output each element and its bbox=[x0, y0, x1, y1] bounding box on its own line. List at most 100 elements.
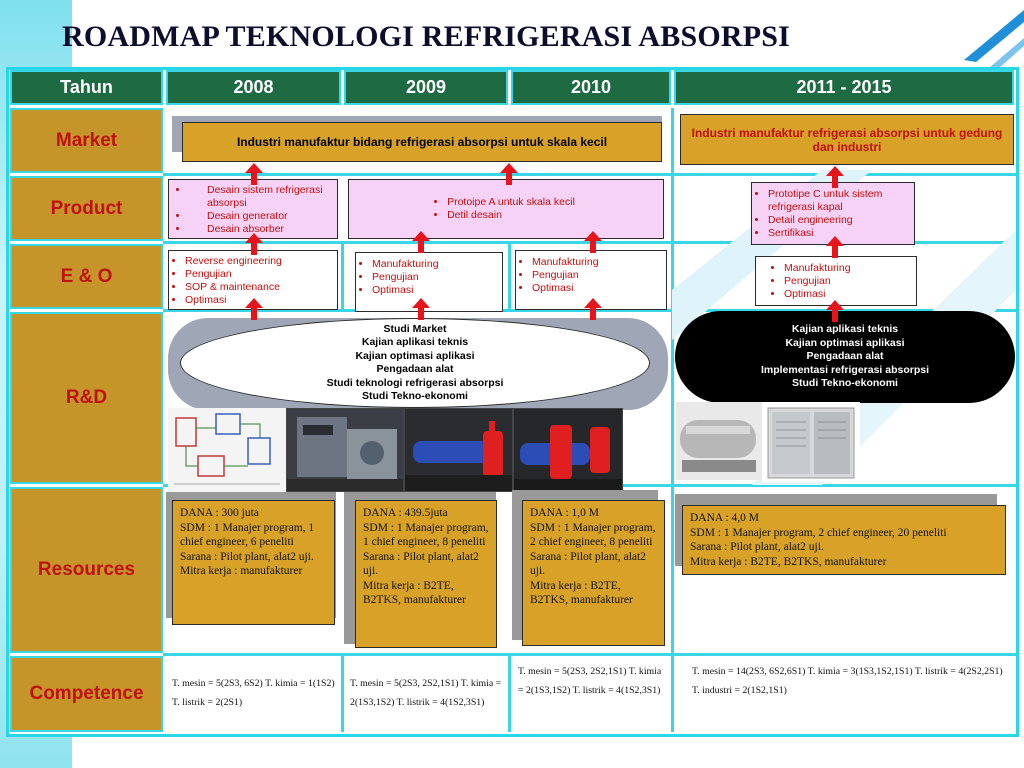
row-label-rnd: R&D bbox=[10, 312, 163, 484]
rnd-item: Pengadaan alat bbox=[806, 350, 884, 363]
chiller-photo-1 bbox=[676, 402, 762, 480]
equipment-photo-1 bbox=[286, 408, 404, 492]
eo-item: Manufakturing bbox=[784, 262, 912, 275]
product-item: Protoipe A untuk skala kecil bbox=[447, 196, 575, 209]
eo-box-2009: Manufakturing Pengujian Optimasi bbox=[355, 252, 503, 312]
row-label-competence: Competence bbox=[10, 656, 163, 732]
rnd-item: Kajian aplikasi teknis bbox=[361, 336, 469, 348]
row-label-eo: E & O bbox=[10, 244, 163, 309]
eo-item: Manufakturing bbox=[532, 256, 662, 269]
resource-dana: DANA : 1,0 M bbox=[530, 507, 600, 519]
resource-box-2010: DANA : 1,0 M SDM : 1 Manajer program, 2 … bbox=[522, 500, 665, 646]
resource-dana: DANA : 439.5juta bbox=[363, 507, 448, 519]
grid-line bbox=[508, 241, 511, 309]
product-box-2009-2010: Protoipe A untuk skala kecil Detil desai… bbox=[348, 179, 664, 239]
grid-line bbox=[508, 653, 511, 732]
market-box-early: Industri manufaktur bidang refrigerasi a… bbox=[182, 122, 662, 162]
resource-sdm: SDM : 1 Manajer program, 1 chief enginee… bbox=[363, 521, 489, 549]
grid-line bbox=[341, 241, 344, 309]
resource-mitra: Mitra kerja : B2TE, B2TKS, manufakturer bbox=[690, 555, 887, 568]
up-arrow-icon bbox=[584, 298, 602, 320]
eo-item: Optimasi bbox=[185, 294, 333, 307]
competence-2011: T. mesin = 14(2S3, 6S2,6S1) T. kimia = 3… bbox=[692, 666, 1003, 696]
grid-line bbox=[341, 653, 344, 732]
resource-sarana: Sarana : Pilot plant, alat2 uji. bbox=[690, 541, 824, 553]
product-item: Sertifikasi bbox=[768, 227, 910, 240]
eo-item: Optimasi bbox=[784, 288, 912, 301]
rnd-item: Pengadaan alat bbox=[376, 363, 454, 375]
resource-box-2011: DANA : 4,0 M SDM : 1 Manajer program, 2 … bbox=[682, 505, 1006, 575]
competence-2008: T. mesin = 5(2S3, 6S2) T. kimia = 1(1S2)… bbox=[172, 678, 335, 708]
up-arrow-icon bbox=[826, 166, 844, 188]
grid-line bbox=[163, 241, 1016, 244]
eo-item: Pengujian bbox=[372, 271, 498, 284]
row-label-market: Market bbox=[10, 108, 163, 173]
schematic-diagram-image bbox=[168, 408, 286, 492]
rnd-item: Kajian optimasi aplikasi bbox=[355, 349, 475, 362]
up-arrow-icon bbox=[826, 300, 844, 322]
rnd-item: Implementasi refrigerasi absorpsi bbox=[760, 363, 930, 376]
header-year-2009: 2009 bbox=[344, 70, 508, 105]
product-box-2008: Desain sistem refrigerasi absorpsi Desai… bbox=[168, 179, 338, 239]
resource-sarana: Sarana : Pilot plant, alat2 uji. bbox=[363, 550, 479, 578]
up-arrow-icon bbox=[500, 163, 518, 185]
up-arrow-icon bbox=[245, 233, 263, 255]
up-arrow-icon bbox=[245, 298, 263, 320]
resource-sdm: SDM : 1 Manajer program, 1 chief enginee… bbox=[180, 521, 315, 549]
up-arrow-icon bbox=[412, 231, 430, 253]
rnd-item: Studi Tekno-ekonomi bbox=[792, 377, 898, 390]
header-year-2011-2015: 2011 - 2015 bbox=[674, 70, 1014, 105]
product-item: Desain generator bbox=[189, 210, 333, 223]
product-item: Detil desain bbox=[447, 209, 575, 222]
header-year-2008: 2008 bbox=[166, 70, 341, 105]
up-arrow-icon bbox=[245, 163, 263, 185]
eo-item: Reverse engineering bbox=[185, 255, 333, 268]
eo-item: SOP & maintenance bbox=[185, 281, 333, 294]
eo-item: Optimasi bbox=[532, 282, 662, 295]
rnd-oval-late: Kajian aplikasi teknis Kajian optimasi a… bbox=[675, 311, 1015, 403]
grid-line bbox=[163, 173, 1016, 176]
market-box-late: Industri manufaktur refrigerasi absorpsi… bbox=[680, 114, 1014, 165]
rnd-item: Studi Market bbox=[383, 322, 447, 335]
product-item: Prototipe C untuk sistem refrigerasi kap… bbox=[768, 188, 910, 214]
grid-line bbox=[163, 653, 1016, 656]
product-item: Desain sistem refrigerasi absorpsi bbox=[189, 184, 333, 210]
eo-item: Pengujian bbox=[532, 269, 662, 282]
equipment-photo-2 bbox=[404, 408, 513, 492]
resource-dana: DANA : 300 juta bbox=[180, 507, 259, 519]
page-title: ROADMAP TEKNOLOGI REFRIGERASI ABSORPSI bbox=[62, 20, 791, 53]
eo-box-2011: Manufakturing Pengujian Optimasi bbox=[755, 256, 917, 306]
resource-mitra: Mitra kerja : manufakturer bbox=[180, 565, 303, 577]
header-year-2010: 2010 bbox=[511, 70, 671, 105]
up-arrow-icon bbox=[584, 231, 602, 253]
resource-sarana: Sarana : Pilot plant, alat2 uji. bbox=[180, 550, 314, 563]
up-arrow-icon bbox=[412, 298, 430, 320]
resource-mitra: Mitra kerja : B2TE, B2TKS, manufakturer bbox=[530, 579, 633, 607]
row-label-product: Product bbox=[10, 176, 163, 241]
eo-item: Manufakturing bbox=[372, 258, 498, 271]
rnd-item: Kajian optimasi aplikasi bbox=[785, 336, 905, 349]
eo-box-2010: Manufakturing Pengujian Optimasi bbox=[515, 250, 667, 310]
competence-2010: T. mesin = 5(2S3, 2S2,1S1) T. kimia = 2(… bbox=[518, 666, 662, 696]
corner-decoration bbox=[964, 10, 1024, 68]
resource-sdm: SDM : 1 Manajer program, 2 chief enginee… bbox=[530, 521, 656, 549]
resource-box-2009: DANA : 439.5juta SDM : 1 Manajer program… bbox=[355, 500, 497, 648]
rnd-item: Studi teknologi refrigerasi absorpsi bbox=[326, 376, 504, 389]
product-box-2011: Prototipe C untuk sistem refrigerasi kap… bbox=[751, 182, 915, 245]
rnd-item: Kajian aplikasi teknis bbox=[791, 323, 899, 336]
grid-line bbox=[163, 309, 1016, 312]
resource-box-2008: DANA : 300 juta SDM : 1 Manajer program,… bbox=[172, 500, 335, 625]
chiller-photo-2 bbox=[762, 402, 860, 482]
resource-sarana: Sarana : Pilot plant, alat2 uji. bbox=[530, 550, 646, 578]
row-label-resources: Resources bbox=[10, 487, 163, 653]
rnd-oval-early: Studi Market Kajian aplikasi teknis Kaji… bbox=[180, 318, 650, 408]
equipment-photo-3 bbox=[513, 408, 623, 492]
resource-sdm: SDM : 1 Manajer program, 2 chief enginee… bbox=[690, 526, 947, 539]
rnd-item: Studi Tekno-ekonomi bbox=[362, 390, 468, 402]
eo-item: Pengujian bbox=[185, 268, 333, 281]
up-arrow-icon bbox=[826, 236, 844, 258]
grid-line bbox=[671, 108, 674, 732]
eo-item: Pengujian bbox=[784, 275, 912, 288]
competence-2009: T. mesin = 5(2S3, 2S2,1S1) T. kimia = 2(… bbox=[350, 678, 502, 708]
product-item: Detail engineering bbox=[768, 214, 910, 227]
